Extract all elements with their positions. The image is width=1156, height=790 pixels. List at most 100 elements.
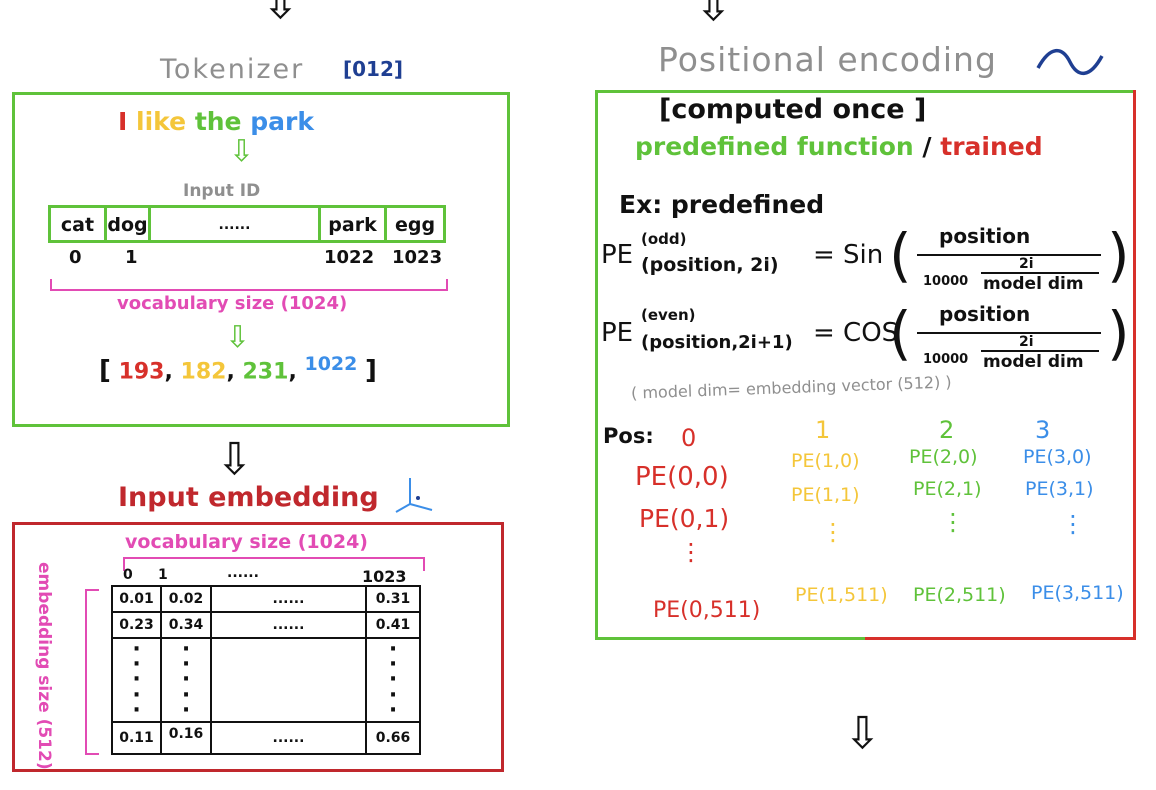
- matrix-vline: [210, 587, 212, 753]
- matrix-cell: 0.66: [375, 730, 411, 746]
- pe-1-511: PE(1,511): [795, 584, 888, 606]
- fraction-bar: [917, 254, 1101, 256]
- vocab-cell-dog: dog: [107, 208, 151, 242]
- eq-odd-exp-den: model dim: [983, 274, 1084, 294]
- paren-close: ): [1107, 221, 1130, 289]
- down-arrow-icon: ⇩: [216, 434, 253, 485]
- equation-odd: PE (odd) (position, 2i) = Sin ( position…: [601, 221, 1131, 298]
- word-the: the: [194, 107, 242, 136]
- word-park: park: [250, 107, 314, 136]
- col-header-1023: 1023: [362, 567, 407, 586]
- down-arrow-icon: ⇩: [225, 320, 251, 355]
- sentence: I like the park: [118, 107, 314, 136]
- box-border: [1133, 90, 1136, 640]
- eq-even-sup: (even): [641, 306, 696, 324]
- pe-3-1: PE(3,1): [1025, 478, 1094, 500]
- eq-odd-base: 10000: [923, 274, 969, 289]
- matrix-vline: [365, 587, 367, 753]
- predefined-function-label: predefined function: [635, 132, 914, 161]
- col-header-ellipsis: ......: [227, 565, 259, 581]
- method-line: predefined function / trained: [635, 132, 1043, 161]
- matrix-cell: 0.16: [168, 726, 204, 742]
- eq-odd-sup: (odd): [641, 230, 687, 248]
- exp-fraction-bar: [981, 272, 1099, 274]
- pe-2-1: PE(2,1): [913, 478, 982, 500]
- id-231: 231: [242, 359, 289, 385]
- computed-once-label: [computed once ]: [659, 94, 927, 125]
- matrix-cell: ......: [272, 730, 305, 746]
- pos-1: 1: [815, 416, 831, 444]
- embedding-vocab-label: vocabulary size (1024): [125, 531, 368, 553]
- matrix-cell: ......: [272, 591, 305, 607]
- vocab-size-bracket: [50, 279, 448, 291]
- vocab-cell-park: park: [321, 208, 387, 242]
- box-border: [595, 90, 1133, 93]
- id-1022: 1022: [304, 353, 358, 375]
- word-like: like: [136, 107, 187, 136]
- fraction-bar: [917, 332, 1101, 334]
- pe-2-511: PE(2,511): [913, 584, 1006, 606]
- pos-3: 3: [1035, 416, 1051, 444]
- matrix-cell: ·····: [181, 636, 191, 724]
- eq-odd-fn: = Sin: [813, 240, 884, 270]
- eq-even-numerator: position: [939, 302, 1031, 326]
- eq-even-sub: (position,2i+1): [641, 332, 793, 353]
- pos-2: 2: [939, 416, 955, 444]
- sine-wave-icon: [1034, 44, 1106, 84]
- down-arrow-icon: ⇩: [844, 708, 881, 759]
- matrix-cell: 0.34: [168, 617, 204, 633]
- eq-even-base: 10000: [923, 352, 969, 367]
- pe-0-511: PE(0,511): [653, 598, 761, 623]
- vocab-size-label: vocabulary size (1024): [117, 293, 348, 314]
- example-label: Ex: predefined: [619, 190, 825, 219]
- positional-title: Positional encoding: [658, 40, 997, 79]
- embedding-box: vocabulary size (1024) embedding size (5…: [12, 522, 504, 772]
- box-border: [865, 637, 1136, 640]
- tokenizer-title: Tokenizer: [160, 54, 305, 85]
- id-list-close-bracket: ]: [365, 355, 377, 386]
- model-dim-note: ( model dim= embedding vector (512) ): [630, 372, 952, 403]
- positional-box: [computed once ] predefined function / t…: [595, 90, 1136, 640]
- input-id-label: Input ID: [183, 181, 261, 201]
- vocab-cell-cat: cat: [51, 208, 107, 242]
- matrix-cell: ·····: [132, 636, 141, 724]
- matrix-cell: 0.31: [375, 591, 411, 607]
- vocab-id-1023: 1023: [392, 247, 443, 268]
- matrix-cell: 0.01: [119, 591, 154, 607]
- vocab-cell-egg: egg: [394, 214, 436, 236]
- down-arrow-icon: ⇩: [229, 134, 255, 169]
- matrix-hline: [113, 611, 419, 613]
- col-header-1: 1: [158, 567, 168, 583]
- paren-close: ): [1107, 299, 1130, 367]
- box-border: [595, 90, 598, 640]
- paren-open: (: [889, 299, 912, 367]
- pe-2-ellipsis: ⋮: [941, 508, 965, 536]
- slash-separator: /: [922, 132, 932, 161]
- tokenizer-tag: [012]: [343, 57, 404, 81]
- embedding-size-label: embedding size (512): [34, 562, 54, 770]
- matrix-hline: [113, 637, 419, 639]
- pe-3-511: PE(3,511): [1031, 582, 1124, 604]
- matrix-cell: ·····: [388, 636, 398, 724]
- eq-even-exp-num: 2i: [1019, 334, 1034, 350]
- matrix-vline: [160, 587, 162, 753]
- matrix-cell: ......: [272, 617, 305, 633]
- matrix-cell: 0.02: [168, 591, 204, 607]
- id-182: 182: [180, 359, 227, 385]
- embedding-title: Input embedding: [118, 482, 379, 513]
- pos-label: Pos:: [603, 424, 654, 448]
- exp-fraction-bar: [981, 350, 1099, 352]
- vocab-id-1: 1: [125, 247, 138, 268]
- vocab-id-0: 0: [69, 247, 82, 268]
- vocab-strip: cat dog ...... park egg: [48, 205, 446, 243]
- axes-icon: [392, 474, 436, 518]
- embedding-size-bracket: [85, 589, 99, 755]
- col-header-0: 0: [123, 567, 133, 583]
- box-border: [595, 637, 865, 640]
- pe-0-0: PE(0,0): [635, 462, 729, 492]
- eq-even-exp-den: model dim: [983, 352, 1084, 372]
- paren-open: (: [889, 221, 912, 289]
- word-i: I: [118, 107, 128, 136]
- pe-3-ellipsis: ⋮: [1061, 510, 1085, 538]
- vocab-id-1022: 1022: [324, 247, 375, 268]
